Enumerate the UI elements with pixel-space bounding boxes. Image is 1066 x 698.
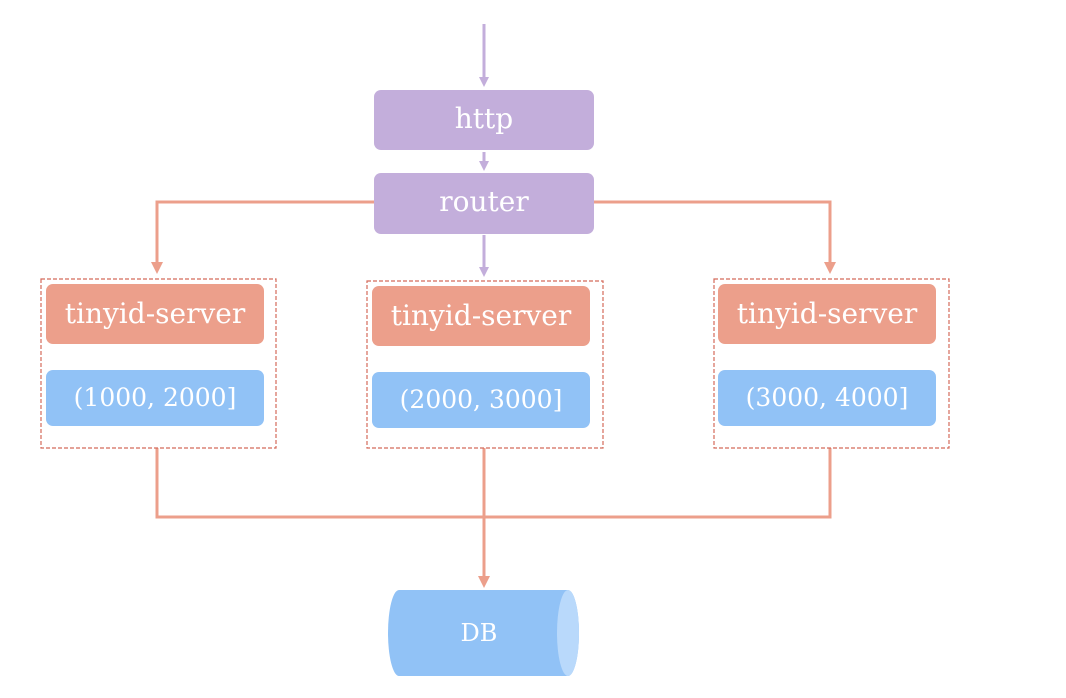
- server-group-2: tinyid-server (2000, 3000]: [366, 280, 604, 449]
- server-group-3-border: [713, 278, 950, 449]
- server-group-1: tinyid-server (1000, 2000]: [40, 278, 277, 449]
- db-cylinder-cap: [557, 590, 579, 676]
- db-cylinder-body: [388, 590, 579, 676]
- server-2-range-node: [372, 372, 590, 428]
- server-2-label: tinyid-server: [391, 299, 572, 332]
- server-3-range-label: (3000, 4000]: [746, 383, 909, 412]
- server-1-node: [46, 284, 264, 344]
- db-label: DB: [461, 619, 498, 647]
- server-2-node: [372, 286, 590, 346]
- router-to-server-1-arrow: [151, 200, 374, 274]
- server-group-1-border: [40, 278, 277, 449]
- server-group-2-border: [366, 280, 604, 449]
- server-1-label: tinyid-server: [65, 297, 246, 330]
- router-node: router: [374, 173, 594, 234]
- server-3-label: tinyid-server: [737, 297, 918, 330]
- http-label: http: [455, 102, 513, 135]
- router-label: router: [439, 185, 529, 218]
- server-group-3: tinyid-server (3000, 4000]: [713, 278, 950, 449]
- servers-to-db-bus: [155, 448, 832, 519]
- router-to-server-3-arrow: [594, 200, 836, 274]
- server-3-node: [718, 284, 936, 344]
- server-1-range-node: [46, 370, 264, 426]
- http-node: http: [374, 90, 594, 150]
- server-3-range-node: [718, 370, 936, 426]
- server-1-range-label: (1000, 2000]: [74, 383, 237, 412]
- db-node: DB: [388, 590, 579, 676]
- server-2-range-label: (2000, 3000]: [400, 385, 563, 414]
